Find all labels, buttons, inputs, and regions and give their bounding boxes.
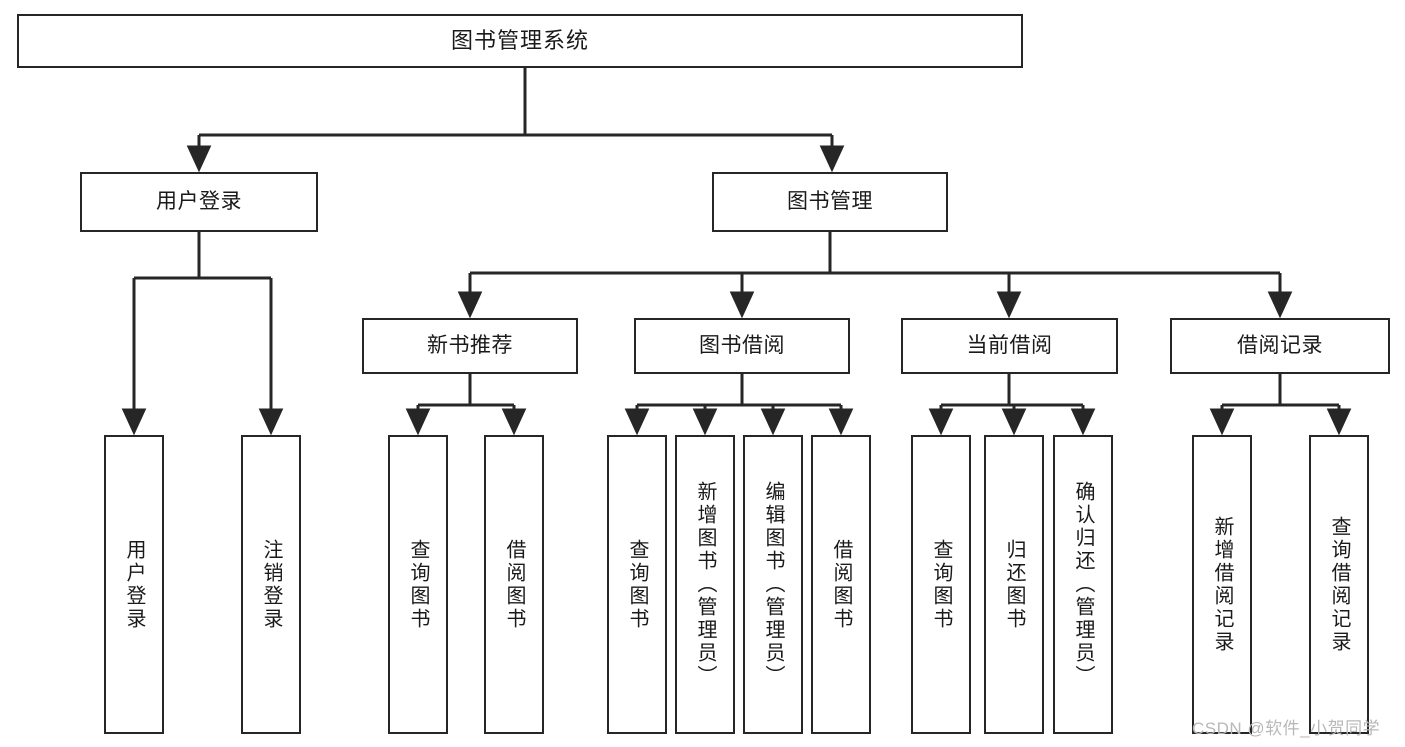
node-leaf-confirm-return-label: 确认归还（管理员）	[1072, 481, 1094, 688]
node-new-book-recommend[interactable]: 新书推荐	[362, 318, 578, 374]
node-book-manage-label: 图书管理	[787, 189, 873, 213]
node-borrow-record-label: 借阅记录	[1237, 333, 1323, 357]
node-leaf-add-record-label: 新增借阅记录	[1211, 515, 1233, 654]
node-leaf-add-book-label: 新增图书（管理员）	[694, 481, 716, 688]
node-user-login[interactable]: 用户登录	[80, 172, 318, 232]
node-leaf-edit-book[interactable]: 编辑图书（管理员）	[743, 435, 803, 734]
node-leaf-add-record[interactable]: 新增借阅记录	[1192, 435, 1252, 734]
node-leaf-query-book-1-label: 查询图书	[407, 538, 429, 631]
node-leaf-borrow-book-2[interactable]: 借阅图书	[811, 435, 871, 734]
node-leaf-borrow-book-1-label: 借阅图书	[503, 538, 525, 631]
node-leaf-query-record[interactable]: 查询借阅记录	[1309, 435, 1369, 734]
node-book-manage[interactable]: 图书管理	[712, 172, 948, 232]
node-user-login-label: 用户登录	[156, 189, 242, 213]
csdn-watermark: CSDN @软件_小贺同学	[1192, 719, 1381, 738]
node-new-book-recommend-label: 新书推荐	[427, 333, 513, 357]
node-leaf-return-book-label: 归还图书	[1003, 538, 1025, 631]
node-borrow-record[interactable]: 借阅记录	[1170, 318, 1390, 374]
node-leaf-edit-book-label: 编辑图书（管理员）	[762, 481, 784, 688]
node-leaf-query-record-label: 查询借阅记录	[1328, 515, 1350, 654]
node-leaf-borrow-book-1[interactable]: 借阅图书	[484, 435, 544, 734]
node-leaf-add-book[interactable]: 新增图书（管理员）	[675, 435, 735, 734]
node-leaf-user-login[interactable]: 用户登录	[104, 435, 164, 734]
node-leaf-return-book[interactable]: 归还图书	[984, 435, 1044, 734]
node-leaf-logout-label: 注销登录	[260, 538, 282, 631]
node-book-borrow[interactable]: 图书借阅	[634, 318, 850, 374]
node-leaf-query-book-1[interactable]: 查询图书	[388, 435, 448, 734]
node-leaf-borrow-book-2-label: 借阅图书	[830, 538, 852, 631]
node-leaf-query-book-2[interactable]: 查询图书	[607, 435, 667, 734]
node-root-label: 图书管理系统	[450, 28, 589, 54]
node-leaf-user-login-label: 用户登录	[123, 538, 145, 631]
node-root[interactable]: 图书管理系统	[17, 14, 1023, 68]
node-leaf-confirm-return[interactable]: 确认归还（管理员）	[1053, 435, 1113, 734]
node-current-borrow-label: 当前借阅	[966, 333, 1053, 357]
node-leaf-query-book-3-label: 查询图书	[930, 538, 952, 631]
node-book-borrow-label: 图书借阅	[699, 333, 785, 357]
node-leaf-query-book-2-label: 查询图书	[626, 538, 648, 631]
node-leaf-query-book-3[interactable]: 查询图书	[911, 435, 971, 734]
node-leaf-logout[interactable]: 注销登录	[241, 435, 301, 734]
node-current-borrow[interactable]: 当前借阅	[901, 318, 1118, 374]
